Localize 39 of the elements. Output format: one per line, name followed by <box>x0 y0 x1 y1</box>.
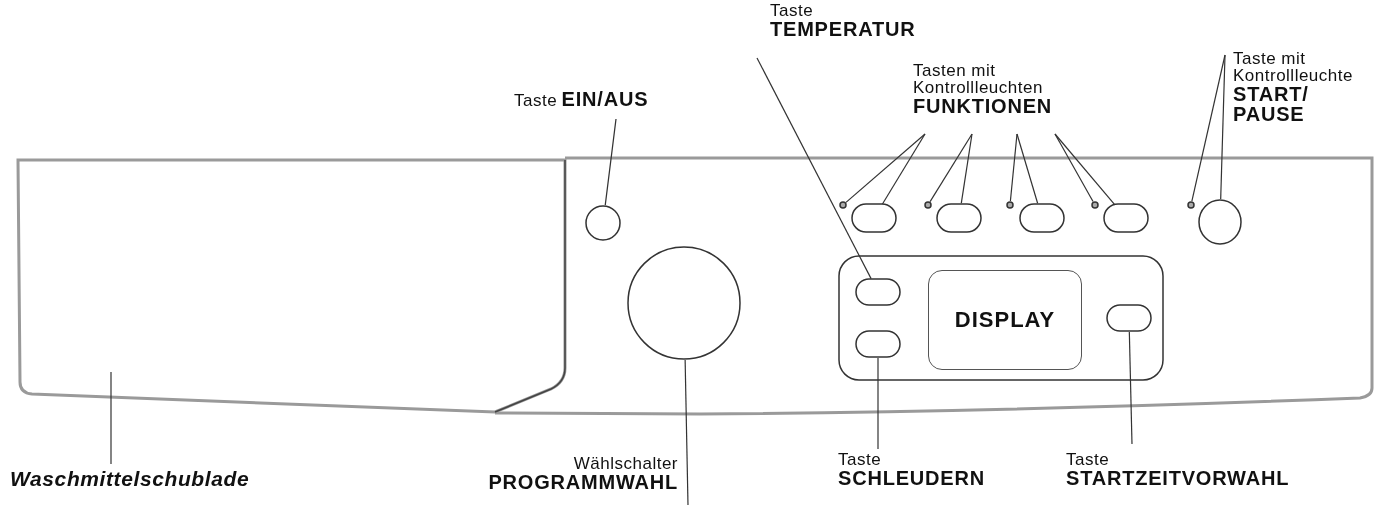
display-screen: DISPLAY <box>928 270 1082 370</box>
indicator-light <box>1091 201 1099 209</box>
indicator-light <box>1187 201 1195 209</box>
callout-label: Waschmittelschublade <box>10 468 310 494</box>
indicator-light <box>839 201 847 209</box>
display-panel <box>838 255 1164 381</box>
callout-label: Taste mit Kontrollleuchte START/ PAUSE <box>1233 50 1383 142</box>
indicator-light <box>1006 201 1014 209</box>
power-button <box>585 205 621 241</box>
temperature-button <box>855 278 901 306</box>
leader-line <box>960 133 973 204</box>
leader-line <box>881 133 926 205</box>
leader-line <box>756 57 872 280</box>
delay-start-button <box>1106 304 1152 332</box>
indicator-light <box>924 201 932 209</box>
function-button <box>851 203 897 233</box>
leader-line <box>1128 331 1133 445</box>
leader-line <box>684 359 689 506</box>
callout-label: Tasten mit Kontrollleuchten FUNKTIONEN <box>913 62 1103 130</box>
program-dial <box>627 246 741 360</box>
leader-line <box>845 133 926 203</box>
function-button <box>1019 203 1065 233</box>
function-button <box>936 203 982 233</box>
leader-line <box>110 371 112 465</box>
callout-label: Taste SCHLEUDERN <box>838 451 1038 501</box>
start-button <box>1198 199 1242 245</box>
leader-line <box>604 118 617 206</box>
spin-button <box>855 330 901 358</box>
leader-line <box>929 133 973 203</box>
leader-line <box>877 357 879 450</box>
leader-line <box>1054 133 1116 206</box>
detergent-drawer <box>16 156 568 416</box>
leader-line <box>1009 133 1018 202</box>
leader-line <box>1016 133 1039 204</box>
leader-line <box>1220 54 1226 200</box>
function-button <box>1103 203 1149 233</box>
callout-label: Taste STARTZEITVORWAHL <box>1066 451 1356 501</box>
callout-label: Taste EIN/AUS <box>514 89 694 113</box>
callout-label: Wählschalter PROGRAMMWAHL <box>440 455 678 505</box>
